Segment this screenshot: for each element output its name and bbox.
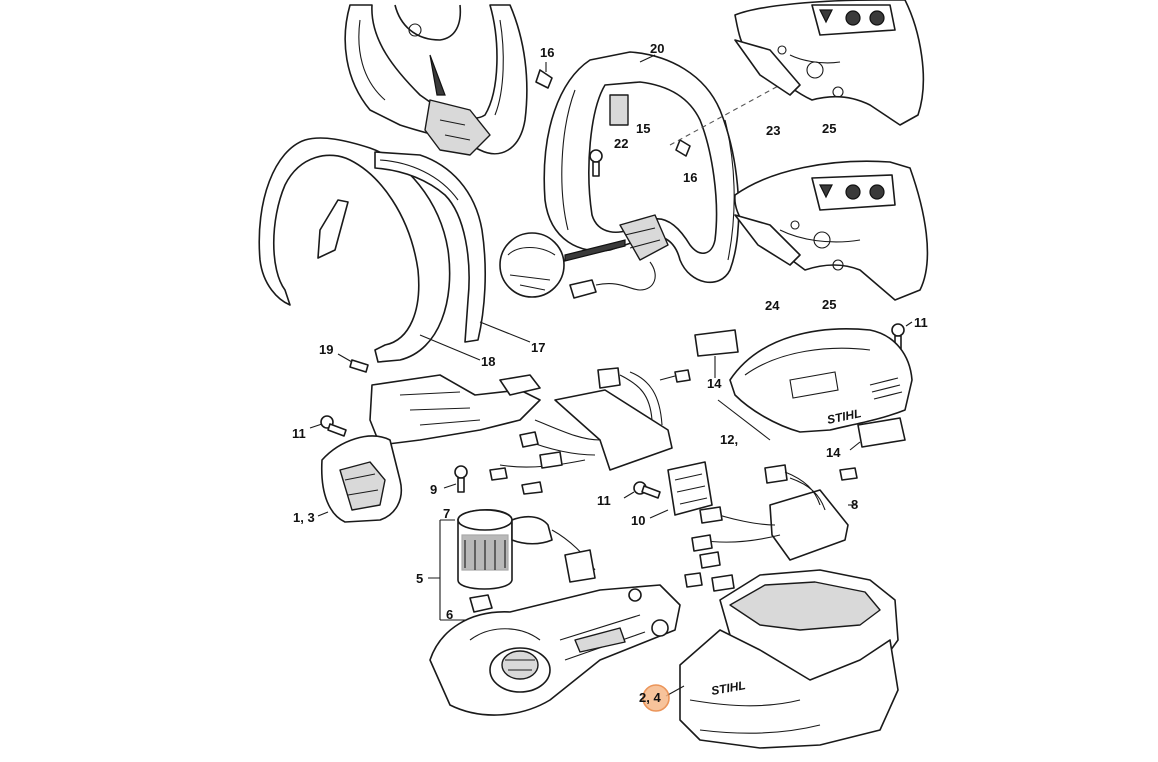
callout-23: 23 xyxy=(766,123,780,138)
handle-frame-top-left xyxy=(344,4,528,156)
wiring-harness-part-8 xyxy=(684,464,858,592)
callout-12: 12, xyxy=(720,432,738,447)
callout-15: 15 xyxy=(636,121,650,136)
callout-14-upper: 14 xyxy=(707,376,722,391)
magnified-detail-circle xyxy=(499,232,626,298)
brand-mark-housing: STIHL xyxy=(710,678,747,698)
callout-14-lower: 14 xyxy=(826,445,841,460)
label-block-part-14-lower xyxy=(849,417,906,451)
left-housing-part-1-3 xyxy=(317,374,541,523)
callout-25-middle: 25 xyxy=(822,297,836,312)
motor-part-5 xyxy=(428,509,596,621)
callout-7: 7 xyxy=(443,506,450,521)
highlight-circle-2-4[interactable] xyxy=(642,684,670,712)
callout-19: 19 xyxy=(319,342,333,357)
small-part-6 xyxy=(469,594,493,613)
callout-5: 5 xyxy=(416,571,423,586)
assembly-dashed-line xyxy=(669,84,781,146)
callout-16-middle: 16 xyxy=(683,170,697,185)
callout-1-3: 1, 3 xyxy=(293,510,315,525)
screw-part-11-left xyxy=(309,415,347,437)
callout-25-top: 25 xyxy=(822,121,836,136)
pin-part-16-top xyxy=(535,62,553,89)
callout-17: 17 xyxy=(531,340,545,355)
callout-9: 9 xyxy=(430,482,437,497)
wiring-harness-upper xyxy=(489,367,691,495)
cover-part-24-25 xyxy=(734,160,929,301)
callout-24: 24 xyxy=(765,298,780,313)
pin-part-16-middle xyxy=(675,139,691,157)
front-loop-handle-part-17-18 xyxy=(258,137,531,363)
bottom-housing-shell: STIHL xyxy=(665,569,899,749)
callout-22: 22 xyxy=(614,136,628,151)
callout-labels: 16 20 15 22 16 23 25 24 25 19 18 17 11 1… xyxy=(292,41,928,712)
callout-8: 8 xyxy=(851,497,858,512)
screw-part-9 xyxy=(443,465,468,493)
screw-part-11-middle xyxy=(623,481,661,499)
connector-wire xyxy=(569,261,656,299)
motor-cover-part-12: STIHL xyxy=(717,328,913,441)
screw-part-22 xyxy=(589,149,603,177)
callout-11-right: 11 xyxy=(914,315,928,330)
callout-18: 18 xyxy=(481,354,495,369)
label-block-part-14-upper xyxy=(694,329,739,378)
cover-part-23-25 xyxy=(734,0,925,126)
callout-16-top: 16 xyxy=(540,45,554,60)
handle-frame-part-20 xyxy=(543,51,740,284)
screw-part-19 xyxy=(337,353,369,373)
callout-10: 10 xyxy=(631,513,645,528)
callout-6: 6 xyxy=(446,607,453,622)
callout-20: 20 xyxy=(650,41,664,56)
callout-11-left: 11 xyxy=(292,426,306,441)
callout-2-4[interactable]: 2, 4 xyxy=(639,690,661,705)
gear-housing-base-part-2-4 xyxy=(429,584,681,716)
callout-11-middle: 11 xyxy=(597,493,611,508)
electronic-module-part-10 xyxy=(649,461,713,519)
